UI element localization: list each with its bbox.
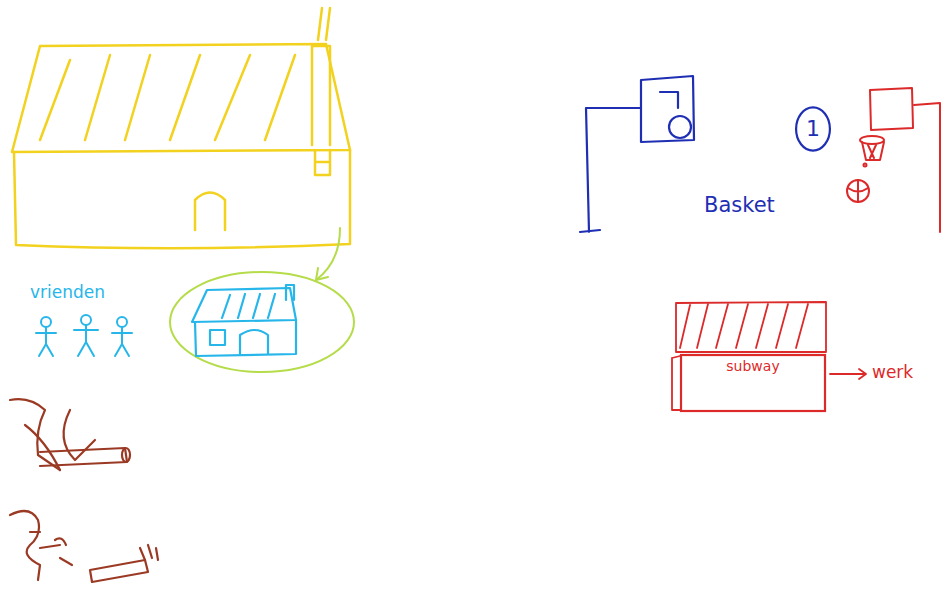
basket-label: Basket	[704, 193, 775, 217]
blue-hoop	[580, 76, 694, 232]
green-highlight	[170, 228, 354, 372]
yellow-house	[12, 8, 350, 248]
smoking-sketch	[10, 399, 158, 582]
arrow-to-work	[830, 369, 866, 379]
outline	[796, 107, 830, 150]
red-hoop	[847, 88, 940, 232]
friends-label: vrienden	[30, 282, 105, 302]
outline	[681, 355, 825, 411]
stick-figures	[36, 315, 132, 356]
number-text: 1	[806, 116, 820, 142]
shop-box: subway	[680, 354, 826, 412]
number-circle: 1	[795, 106, 831, 152]
shop-name: subway	[726, 358, 779, 375]
small-house	[192, 285, 296, 356]
subway-roof	[672, 302, 826, 410]
work-label: werk	[872, 362, 913, 382]
